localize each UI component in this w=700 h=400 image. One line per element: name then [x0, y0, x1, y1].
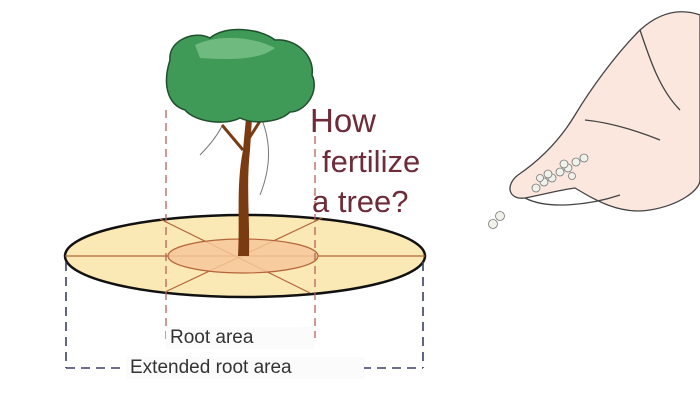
title-line-3: a tree?: [312, 184, 409, 219]
root-area-guides: [165, 110, 316, 342]
extended-root-area-guides: [65, 262, 424, 369]
root-area-label: Root area: [166, 327, 314, 349]
hand-icon: [509, 11, 700, 212]
title-line-1: How: [310, 102, 377, 139]
extended-root-area-label: Extended root area: [126, 357, 364, 379]
tree-icon: [165, 28, 315, 256]
fertilizer-pellets-icon: [488, 153, 589, 229]
title-line-2: fertilize: [322, 144, 421, 179]
